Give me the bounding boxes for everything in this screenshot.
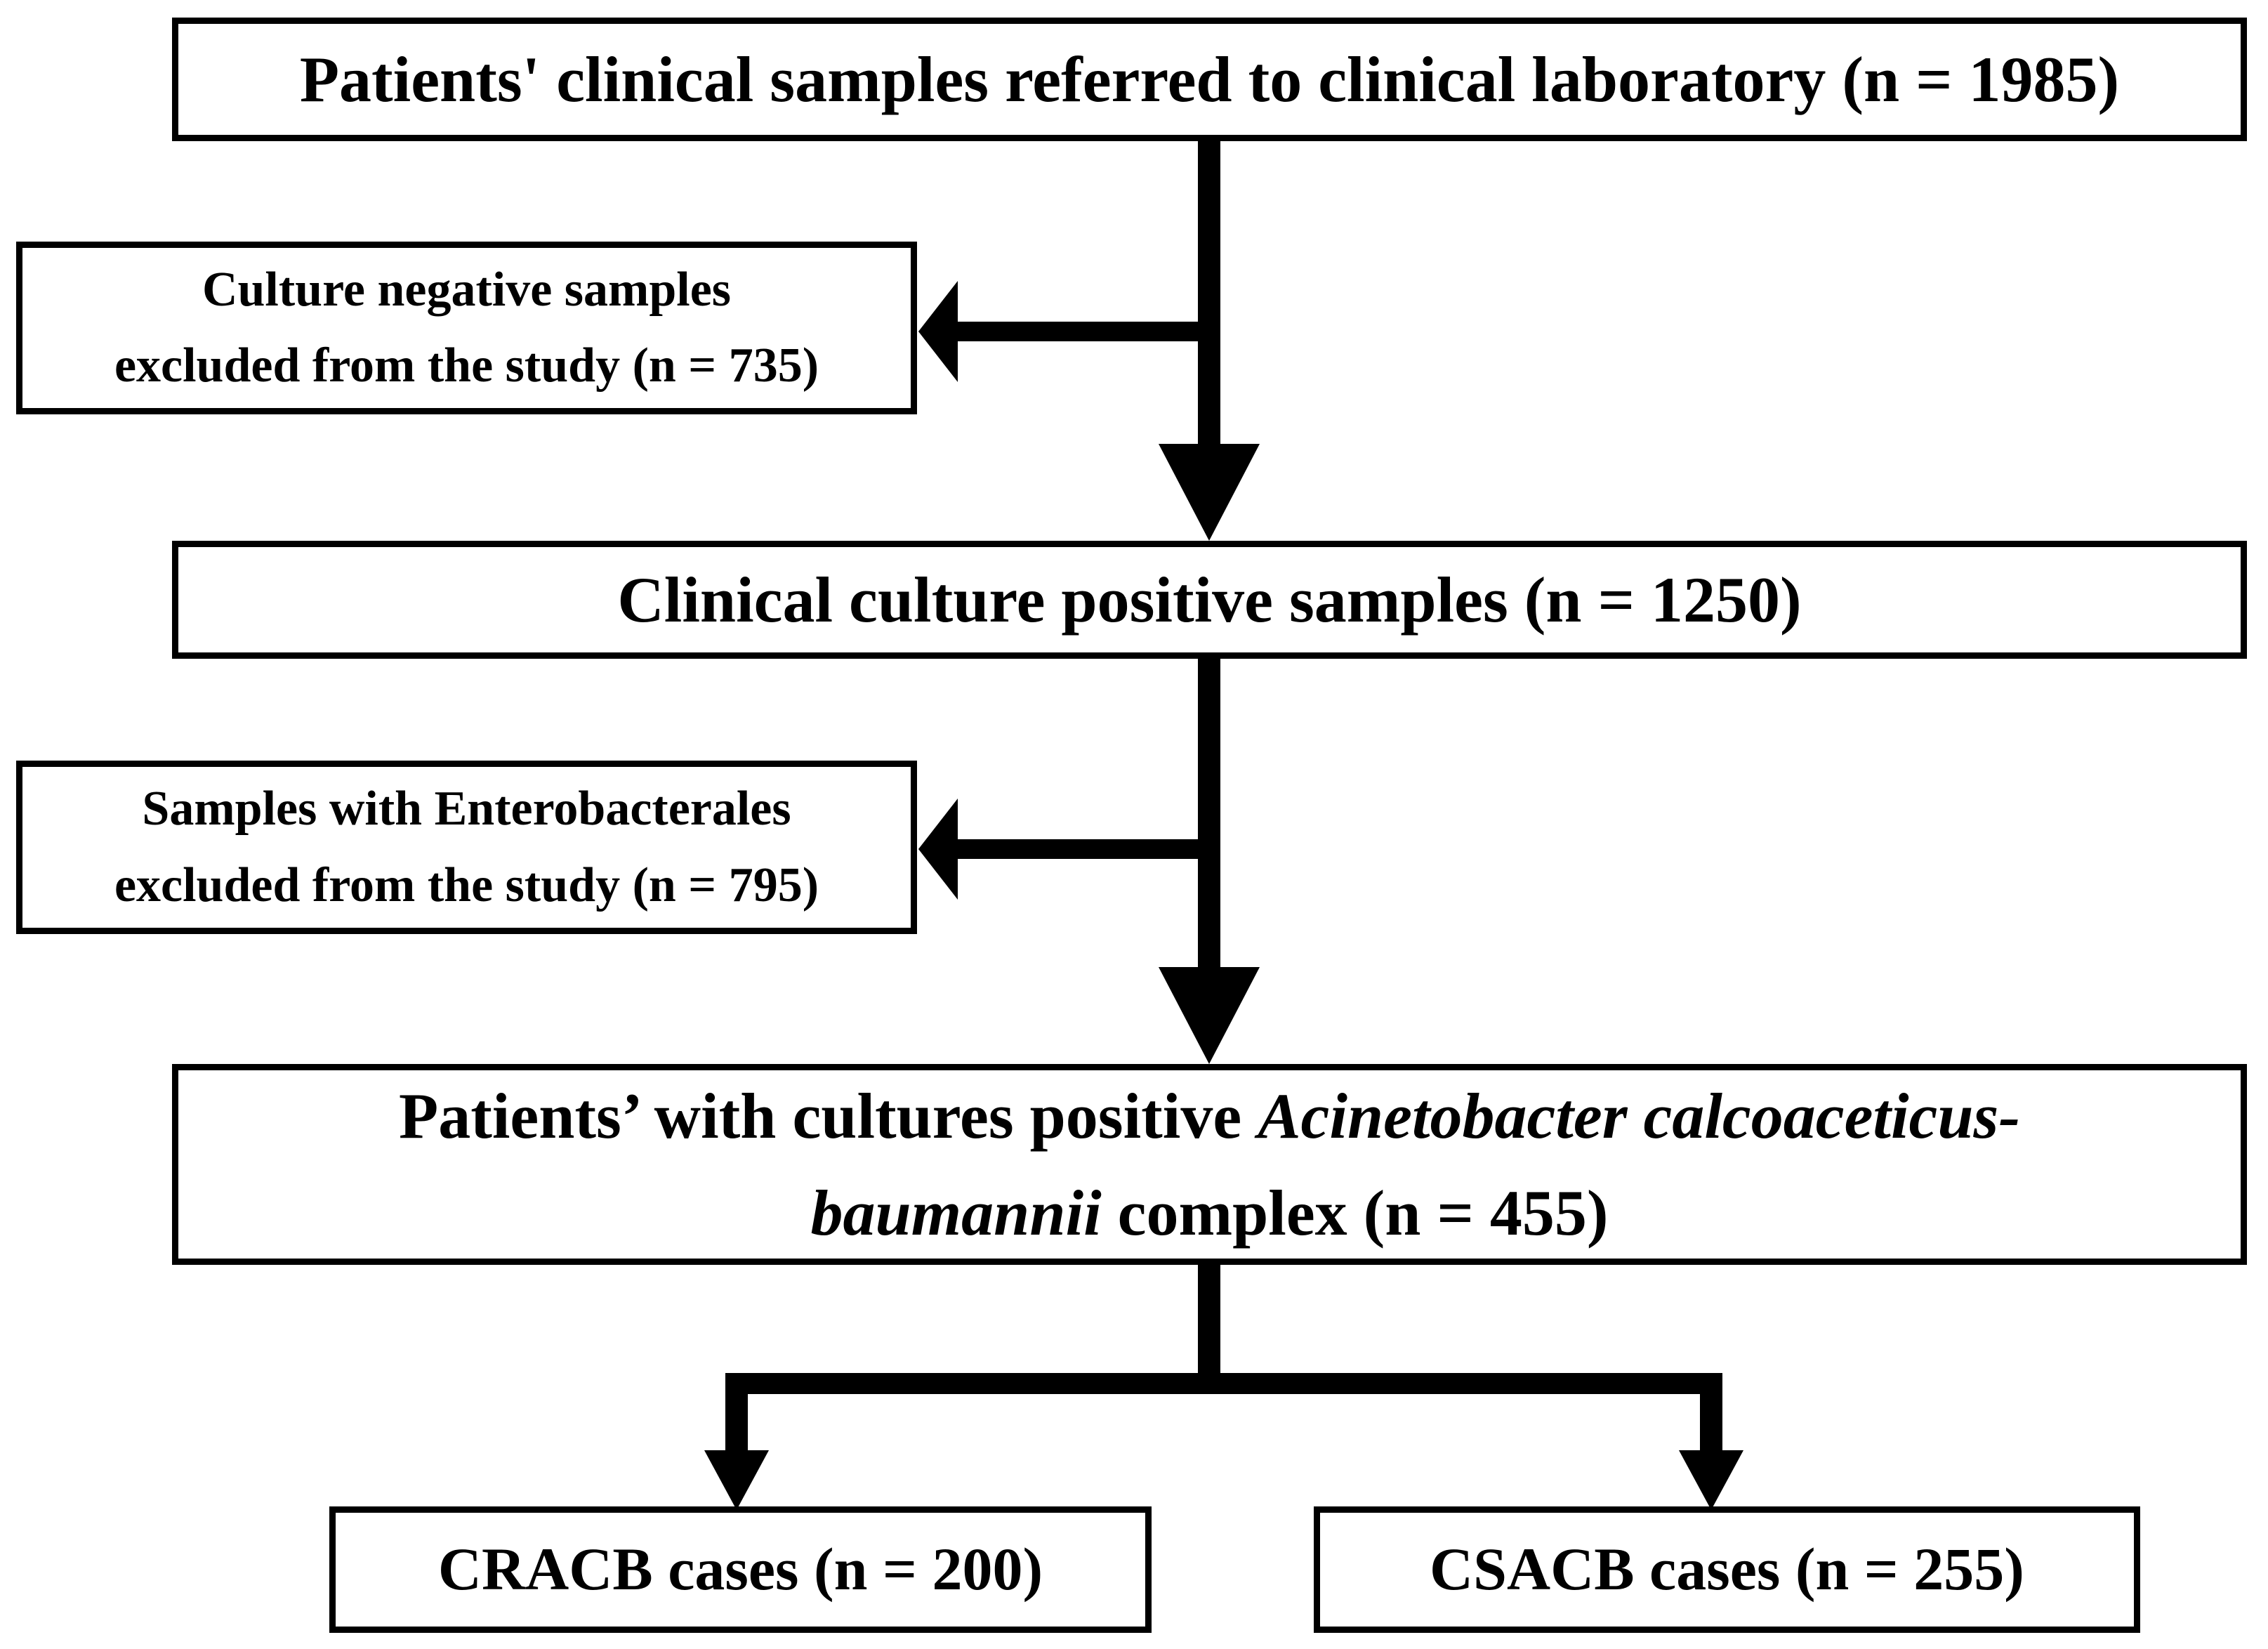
- arrow-positive-to-acb: [1159, 658, 1260, 1064]
- split-acb-to-cases: [704, 1264, 1743, 1510]
- box-csacb-cases: CSACB cases (n = 255): [1314, 1506, 2140, 1633]
- acb-line-2-italic: baumannii: [810, 1177, 1102, 1249]
- box-acb-complex: Patients’ with cultures positive Acineto…: [172, 1064, 2247, 1265]
- box-excluded-enterobacterales: Samples with Enterobacterales excluded f…: [16, 761, 917, 934]
- acb-line-1-italic: Acinetobacter calcoaceticus-: [1258, 1080, 2020, 1152]
- split-stem: [1198, 1264, 1220, 1374]
- arrow-top-to-positive: [1159, 139, 1260, 541]
- arrow-to-excluded-2: [918, 799, 1209, 900]
- split-drop-left: [725, 1393, 748, 1452]
- excluded-1-line-1: Culture negative samples: [202, 262, 732, 317]
- arrow-shaft: [1198, 139, 1220, 449]
- acb-line-2-regular: complex (n = 455): [1101, 1177, 1609, 1249]
- excluded-2-line-1: Samples with Enterobacterales: [142, 782, 791, 836]
- excluded-2-line-2: excluded from the study (n = 795): [114, 858, 819, 912]
- arrow-head-down-icon: [1679, 1450, 1743, 1510]
- box-total-samples: Patients' clinical samples referred to c…: [172, 18, 2247, 141]
- arrow-to-excluded-1: [918, 281, 1209, 382]
- split-bar: [725, 1373, 1722, 1394]
- arrow-shaft: [955, 839, 1209, 859]
- box-culture-positive: Clinical culture positive samples (n = 1…: [172, 541, 2247, 659]
- box-excluded-culture-negative: Culture negative samples excluded from t…: [16, 242, 917, 414]
- arrow-shaft: [1198, 658, 1220, 973]
- arrow-head-down-icon: [1159, 444, 1260, 541]
- acb-line-1: Patients’ with cultures positive Acineto…: [399, 1067, 2020, 1164]
- arrow-head-down-icon: [1159, 967, 1260, 1064]
- arrow-head-left-icon: [918, 799, 958, 900]
- box-cracb-label: CRACB cases (n = 200): [437, 1535, 1043, 1603]
- acb-line-2: baumannii complex (n = 455): [810, 1164, 1608, 1261]
- box-csacb-label: CSACB cases (n = 255): [1430, 1535, 2024, 1603]
- acb-line-1-regular: Patients’ with cultures positive: [399, 1080, 1258, 1152]
- box-cracb-cases: CRACB cases (n = 200): [329, 1506, 1152, 1633]
- arrow-head-down-icon: [704, 1450, 769, 1510]
- arrow-shaft: [955, 322, 1209, 341]
- arrow-head-left-icon: [918, 281, 958, 382]
- split-drop-right: [1700, 1393, 1722, 1452]
- box-culture-positive-label: Clinical culture positive samples (n = 1…: [617, 564, 1802, 636]
- excluded-1-line-2: excluded from the study (n = 735): [114, 339, 819, 393]
- box-total-samples-label: Patients' clinical samples referred to c…: [299, 44, 2120, 115]
